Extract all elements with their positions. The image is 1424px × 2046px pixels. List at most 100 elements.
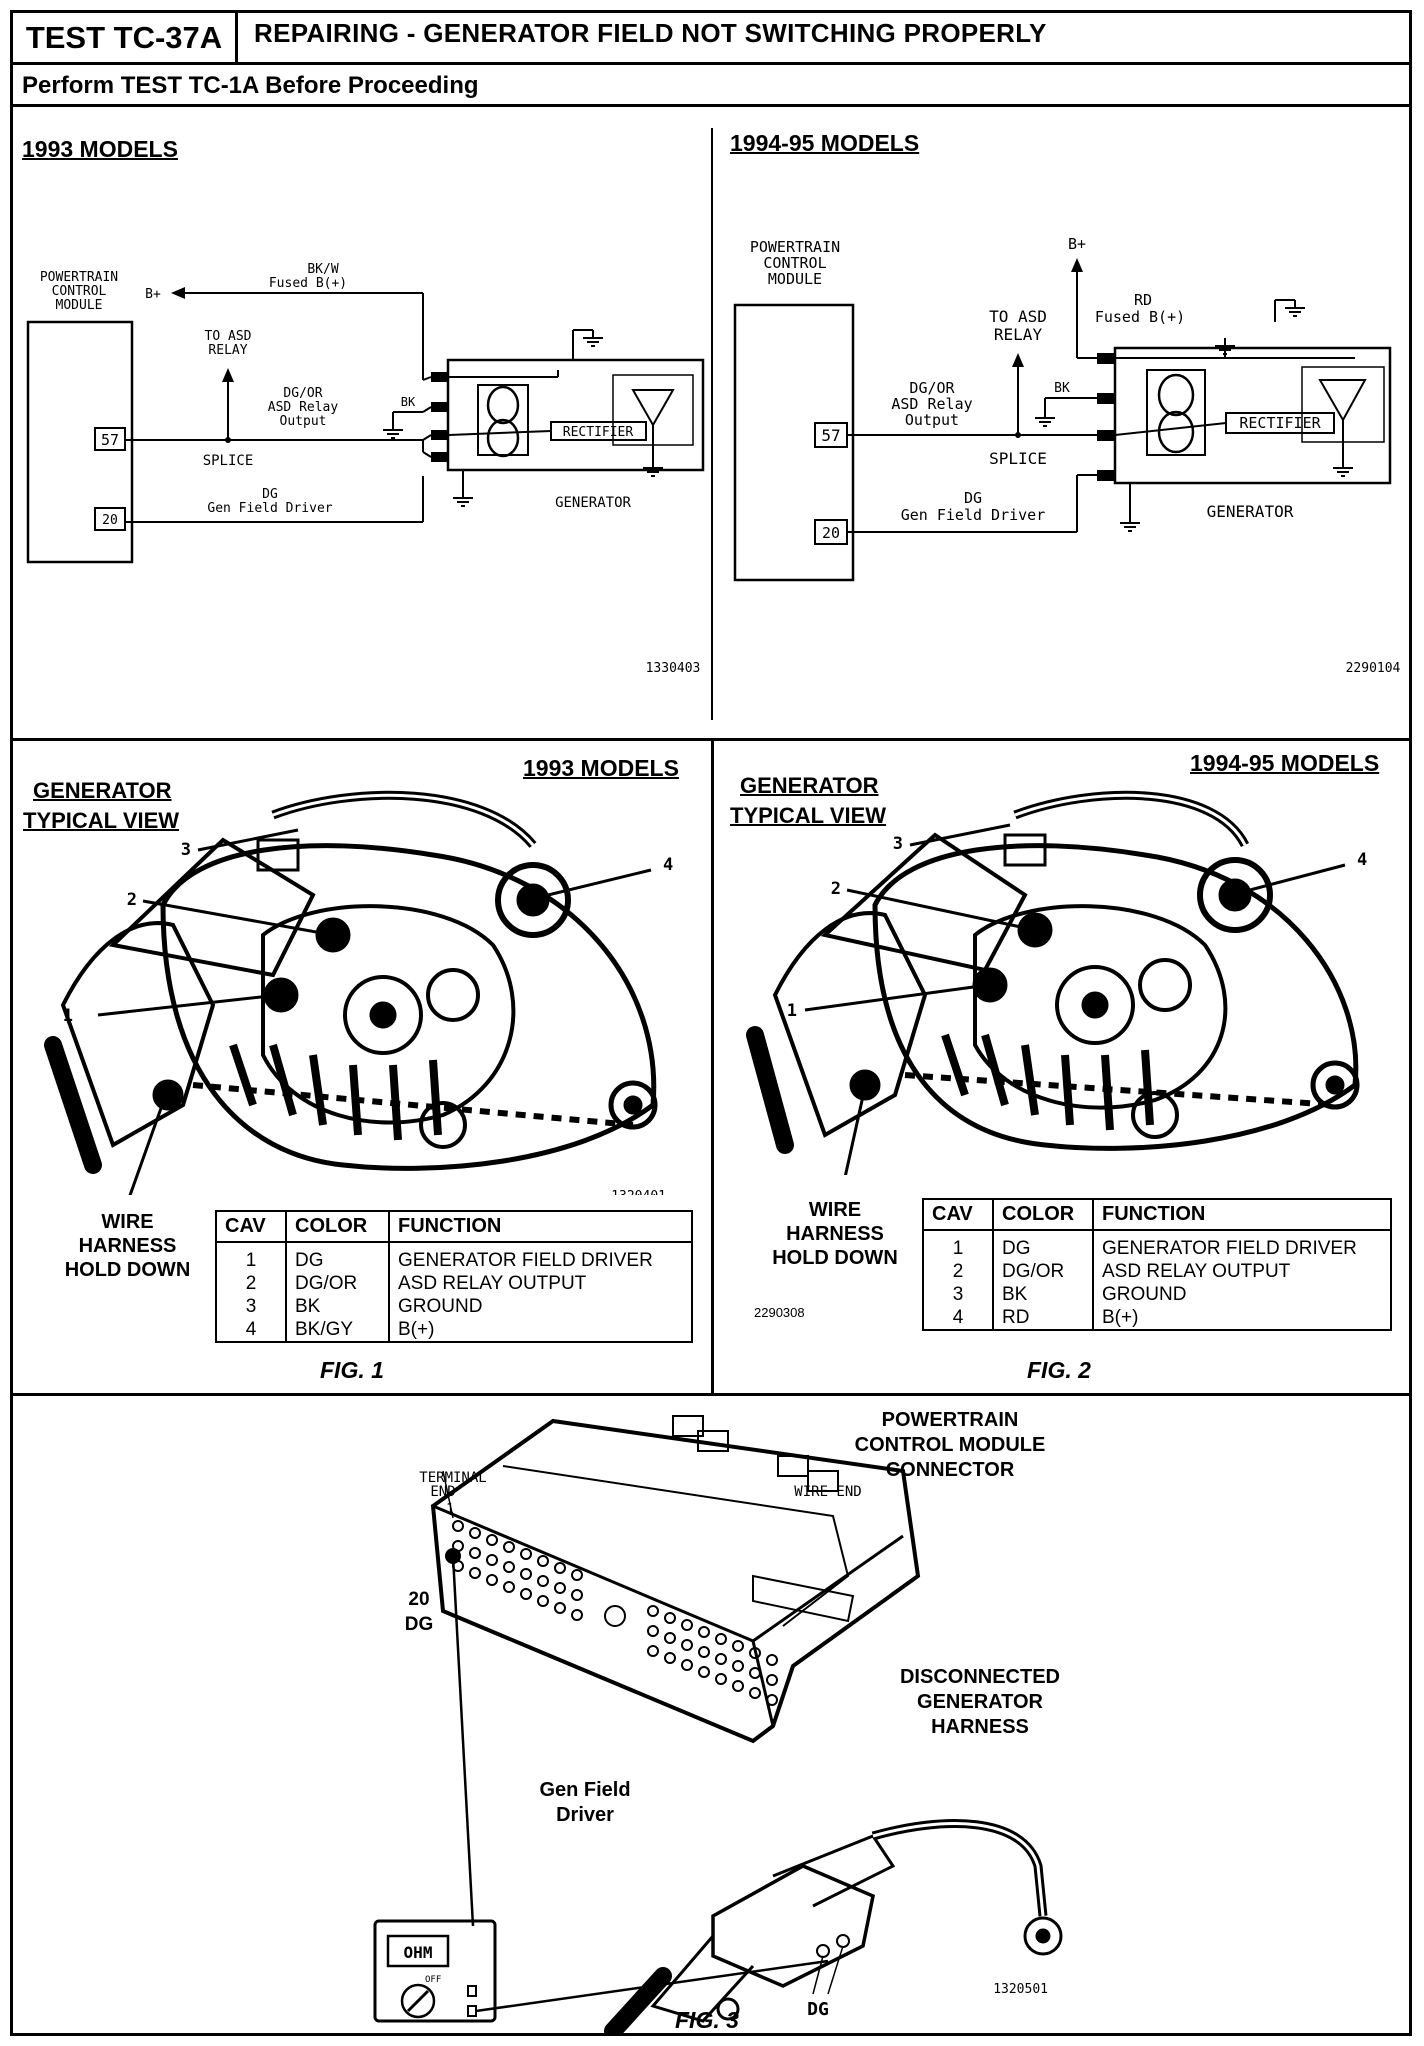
schematic-1994: POWERTRAIN CONTROL MODULE 57 20 TO ASD R… bbox=[733, 235, 1401, 676]
generator-box bbox=[446, 358, 705, 472]
fig2-callout-3: 3 bbox=[893, 834, 903, 854]
fig2-generator-drawing: 3 2 1 4 bbox=[746, 790, 1367, 1175]
pcm-box bbox=[26, 320, 134, 564]
pcm-box bbox=[733, 303, 855, 582]
bplus-label: B+ bbox=[1068, 235, 1086, 253]
pcm-label-2: CONTROL bbox=[763, 254, 826, 272]
probe-wire-pin20 bbox=[451, 1555, 475, 1927]
fig2-models: 1994-95 MODELS bbox=[1190, 750, 1380, 776]
fig3-drawing: TERMINAL END 1 WIRE END OHM OFF DG 13205… bbox=[373, 1415, 1063, 2033]
fig3-pin20-label: 20 DG bbox=[404, 1589, 434, 1635]
meter-off: OFF bbox=[425, 1975, 441, 1985]
fig2-view-2: TYPICAL VIEW bbox=[730, 803, 887, 828]
test-id: TEST TC-37A bbox=[13, 13, 238, 65]
to-asd-2: RELAY bbox=[208, 343, 247, 358]
fig1-callout-3: 3 bbox=[181, 840, 191, 860]
generator-box bbox=[1113, 346, 1392, 485]
dgor-2: ASD Relay bbox=[891, 395, 972, 413]
fig2-callout-4: 4 bbox=[1357, 850, 1367, 870]
pcm-label-3: MODULE bbox=[56, 298, 103, 313]
terminal-end-1: TERMINAL bbox=[419, 1470, 486, 1486]
rectifier-label: RECTIFIER bbox=[1239, 414, 1321, 432]
dgor-3: Output bbox=[905, 411, 959, 429]
dgor-1: DG/OR bbox=[283, 386, 322, 401]
ohmmeter: OHM OFF bbox=[373, 1919, 497, 2023]
fused-label: Fused B(+) bbox=[1095, 308, 1185, 326]
dgor-3: Output bbox=[280, 414, 327, 429]
dg-label: DG bbox=[262, 487, 278, 502]
gen-field-label: Gen Field Driver bbox=[901, 506, 1046, 524]
to-asd-2: RELAY bbox=[994, 325, 1043, 344]
wire-end-label: WIRE END bbox=[794, 1484, 861, 1500]
schematic-1994-heading: 1994-95 MODELS bbox=[730, 130, 920, 156]
fig1-models: 1993 MODELS bbox=[523, 755, 679, 781]
header-divider bbox=[13, 62, 1409, 65]
dgor-2: ASD Relay bbox=[268, 400, 339, 415]
fig3-gen-field-label: Gen Field Driver bbox=[539, 1779, 631, 1826]
page-title: REPAIRING - GENERATOR FIELD NOT SWITCHIN… bbox=[254, 18, 1047, 48]
to-asd-1: TO ASD bbox=[205, 329, 252, 344]
fig1-generator-drawing: 3 2 1 4 1320401 bbox=[44, 790, 673, 1195]
ref-2290308: 2290308 bbox=[754, 1305, 805, 1320]
fig3-disconnected-label: DISCONNECTED GENERATOR HARNESS bbox=[899, 1666, 1060, 1738]
terminal-end-2: END bbox=[430, 1484, 455, 1500]
pcm-label-1: POWERTRAIN bbox=[40, 270, 118, 285]
dg-label: DG bbox=[964, 489, 982, 507]
section-divider-2 bbox=[13, 1393, 1409, 1396]
to-asd-1: TO ASD bbox=[989, 307, 1047, 326]
splice-label: SPLICE bbox=[203, 453, 254, 469]
fig1-callout-2: 2 bbox=[127, 890, 137, 910]
fig1-callout-1: 1 bbox=[63, 1006, 73, 1026]
fig2-label: FIG. 2 bbox=[1027, 1357, 1091, 1383]
fig1-view-2: TYPICAL VIEW bbox=[23, 808, 180, 833]
page-frame bbox=[10, 10, 1412, 2036]
pin-57: 57 bbox=[101, 431, 119, 449]
pin-57: 57 bbox=[821, 426, 840, 445]
bk-wire-label: BK/W bbox=[307, 262, 338, 277]
pin-1-label: 1 bbox=[446, 1502, 454, 1517]
pcm-connector-body bbox=[430, 1418, 921, 1744]
fig3-pcm-connector-label: POWERTRAIN CONTROL MODULE CONNECTOR bbox=[854, 1409, 1046, 1481]
schematic-1993: POWERTRAIN CONTROL MODULE 57 20 TO ASD R… bbox=[26, 262, 705, 676]
meter-display: OHM bbox=[404, 1943, 433, 1962]
perform-divider bbox=[13, 104, 1409, 107]
bplus-label: B+ bbox=[145, 287, 161, 302]
generator-label: GENERATOR bbox=[1207, 502, 1294, 521]
pcm-label-3: MODULE bbox=[768, 270, 822, 288]
ref-1320401: 1320401 bbox=[611, 1189, 666, 1195]
bk-label: BK bbox=[401, 395, 416, 409]
pin-20: 20 bbox=[822, 524, 840, 542]
fig2-harness-label: WIRE HARNESS HOLD DOWN bbox=[772, 1199, 898, 1269]
dgor-1: DG/OR bbox=[909, 379, 955, 397]
pcm-label-2: CONTROL bbox=[52, 284, 107, 299]
fig1-label: FIG. 1 bbox=[320, 1357, 384, 1383]
bk-label: BK bbox=[1054, 381, 1070, 396]
dg-label: DG bbox=[807, 1999, 829, 2020]
ref-1320501: 1320501 bbox=[993, 1982, 1048, 1997]
ref-1330403: 1330403 bbox=[646, 661, 701, 676]
fused-label: Fused B(+) bbox=[269, 276, 347, 291]
rd-label: RD bbox=[1134, 291, 1152, 309]
fig2-callout-2: 2 bbox=[831, 879, 841, 899]
pcm-label-1: POWERTRAIN bbox=[750, 238, 840, 256]
schematic-divider bbox=[711, 128, 713, 720]
fig1-harness-label: WIRE HARNESS HOLD DOWN bbox=[64, 1211, 191, 1281]
fig3-label: FIG. 3 bbox=[675, 2007, 739, 2033]
rectifier-label: RECTIFIER bbox=[563, 425, 634, 440]
ref-2290104: 2290104 bbox=[1346, 661, 1401, 676]
perform-note: Perform TEST TC-1A Before Proceeding bbox=[22, 72, 479, 99]
splice-label: SPLICE bbox=[989, 449, 1047, 468]
schematic-1993-heading: 1993 MODELS bbox=[22, 136, 178, 162]
fig1-callout-4: 4 bbox=[663, 855, 673, 875]
pin-20: 20 bbox=[102, 513, 118, 528]
generator-label: GENERATOR bbox=[555, 495, 631, 511]
fig2-callout-1: 1 bbox=[787, 1001, 797, 1021]
section-divider-1 bbox=[13, 738, 1409, 741]
figure-divider bbox=[711, 740, 714, 1395]
fig1-view-1: GENERATOR bbox=[33, 778, 172, 803]
gen-field-label: Gen Field Driver bbox=[207, 501, 332, 516]
fig2-view-1: GENERATOR bbox=[740, 773, 879, 798]
generator-harness bbox=[604, 1819, 1063, 2033]
